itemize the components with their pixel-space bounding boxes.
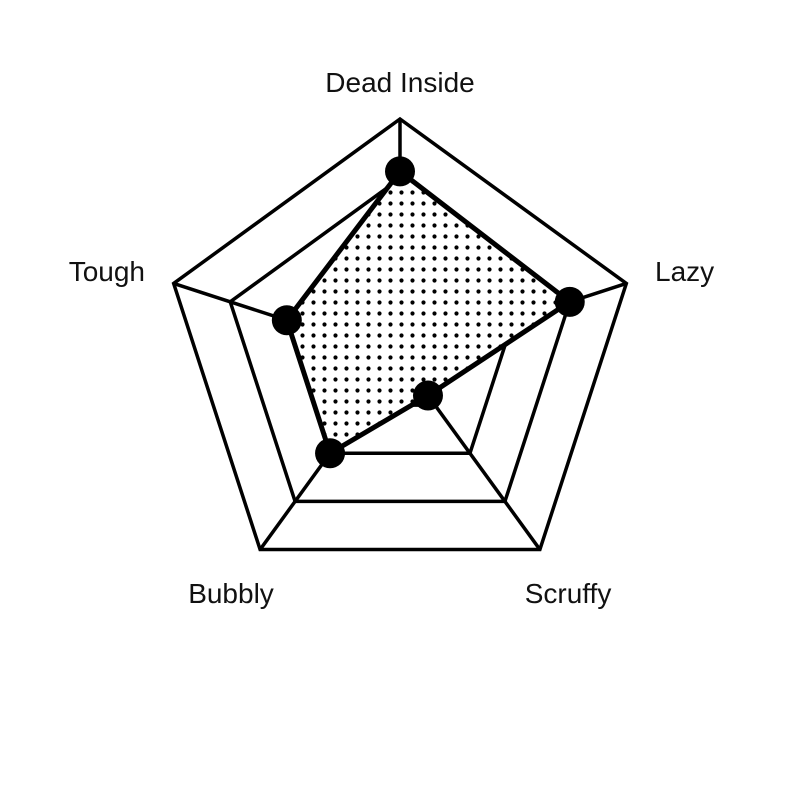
axis-label-scruffy: Scruffy: [525, 578, 612, 609]
axis-label-bubbly: Bubbly: [188, 578, 274, 609]
radar-series: [271, 156, 585, 469]
grid-ring-4: [171, 116, 629, 552]
data-point-dead-inside: [385, 156, 415, 187]
data-point-lazy: [554, 286, 585, 317]
data-point-bubbly: [315, 438, 346, 469]
data-point-tough: [271, 305, 302, 336]
axis-label-lazy: Lazy: [655, 256, 714, 287]
axis-label-dead-inside: Dead Inside: [325, 67, 474, 98]
data-point-scruffy: [412, 380, 443, 411]
axis-label-tough: Tough: [69, 256, 145, 287]
series-area: [284, 168, 573, 456]
